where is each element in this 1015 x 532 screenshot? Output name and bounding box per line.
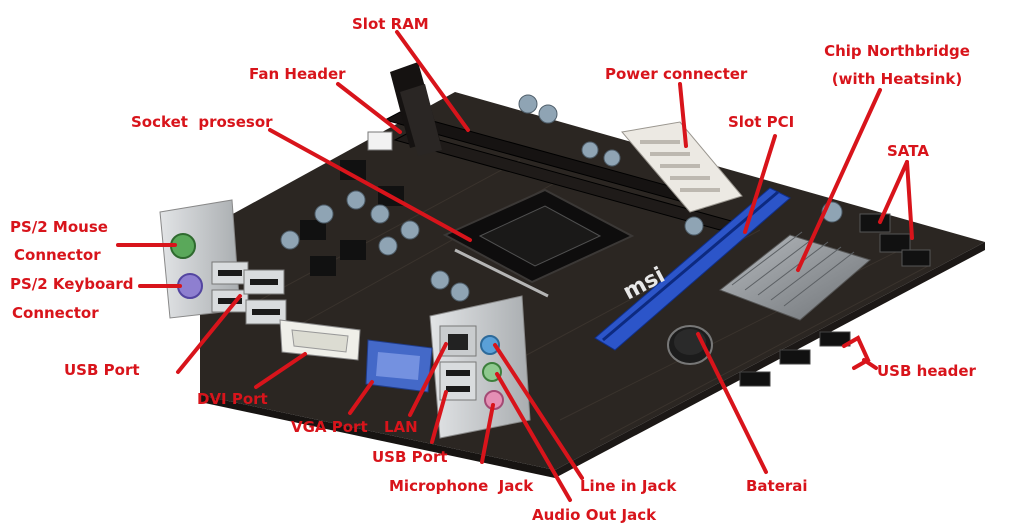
label-slot-pci: Slot PCI bbox=[728, 113, 795, 131]
label-audio-out-jack: Audio Out Jack bbox=[532, 506, 657, 524]
label-dvi-port: DVI Port bbox=[197, 390, 268, 408]
lan-port-shape bbox=[439, 325, 477, 357]
label-northbridge-2: (with Heatsink) bbox=[831, 70, 963, 88]
pointer-audio-out bbox=[495, 372, 572, 502]
pointer-socket bbox=[268, 128, 472, 242]
line-in-jack-shape bbox=[480, 335, 500, 355]
pointer-usb-mid bbox=[430, 390, 448, 444]
pointer-vga bbox=[348, 380, 374, 415]
pointer-lines bbox=[116, 30, 914, 502]
label-usb-header: USB header bbox=[877, 362, 976, 380]
usb-header-bracket bbox=[842, 335, 871, 370]
capacitors bbox=[280, 94, 843, 302]
pointer-slot-ram bbox=[395, 30, 470, 132]
pointer-microphone bbox=[480, 403, 495, 464]
label-socket: Socket prosesor bbox=[131, 113, 273, 131]
fan-header-shape bbox=[367, 131, 393, 151]
label-slot-ram: Slot RAM bbox=[352, 15, 429, 33]
label-northbridge-1: Chip Northbridge bbox=[824, 42, 970, 60]
label-baterai: Baterai bbox=[746, 477, 808, 495]
ram-latch-2 bbox=[400, 84, 442, 156]
pointer-sata-1 bbox=[878, 160, 909, 224]
heatsink-fins bbox=[731, 231, 855, 307]
label-ps2-mouse-1: PS/2 Mouse bbox=[10, 218, 108, 236]
label-fan-header: Fan Header bbox=[249, 65, 346, 83]
pointer-line-in bbox=[493, 343, 584, 480]
power-connector-pins bbox=[640, 140, 720, 192]
ram-slots bbox=[383, 62, 737, 231]
pointer-usb-header bbox=[862, 358, 878, 370]
label-vga-port: VGA Port bbox=[291, 418, 368, 436]
pcb-edge-right bbox=[555, 242, 985, 478]
pointer-dvi bbox=[254, 352, 307, 389]
pointer-lan bbox=[408, 342, 448, 417]
pointer-sata-2 bbox=[905, 160, 914, 240]
pcie-slot-shape bbox=[594, 187, 791, 351]
socket-lever bbox=[454, 248, 549, 298]
label-power-connector: Power connecter bbox=[605, 65, 748, 83]
label-line-in-jack: Line in Jack bbox=[580, 477, 677, 495]
pcb-edge bbox=[200, 395, 555, 478]
label-ps2-keyboard-1: PS/2 Keyboard bbox=[10, 275, 134, 293]
usb-headers bbox=[739, 331, 851, 387]
label-sata: SATA bbox=[887, 142, 929, 160]
pointer-slot-pci bbox=[743, 134, 777, 234]
heatsink-shape bbox=[718, 234, 872, 321]
pointer-baterai bbox=[696, 332, 768, 474]
pointer-power bbox=[678, 82, 688, 148]
label-usb-port-mid: USB Port bbox=[372, 448, 448, 466]
pointer-fan-header bbox=[336, 82, 402, 134]
pointer-usb-left bbox=[176, 294, 242, 374]
label-lan: LAN bbox=[384, 418, 418, 436]
pointer-northbridge bbox=[796, 88, 882, 272]
label-ps2-mouse-2: Connector bbox=[14, 246, 101, 264]
label-ps2-keyboard-2: Connector bbox=[12, 304, 99, 322]
cpu-socket-inner bbox=[478, 205, 602, 267]
label-usb-port-left: USB Port bbox=[64, 361, 140, 379]
label-microphone-jack: Microphone Jack bbox=[389, 477, 534, 495]
